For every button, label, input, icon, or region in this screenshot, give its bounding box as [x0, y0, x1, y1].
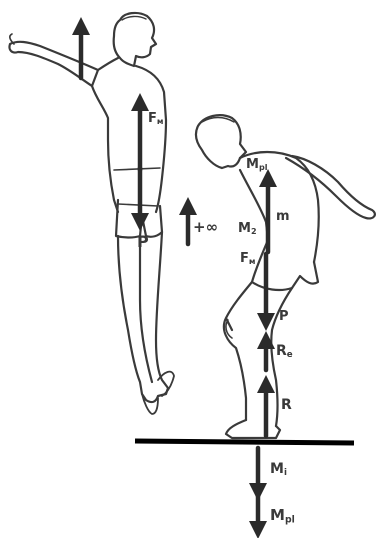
label-m-i: Mi: [270, 462, 287, 478]
crouching-figure-foot: [226, 420, 280, 438]
jumping-figure: [9, 13, 174, 414]
crouching-figure: [196, 115, 375, 438]
jumping-figure-torso: [92, 58, 166, 212]
crouching-figure-head: [196, 115, 246, 168]
label-f-m-upper: Fм: [148, 112, 163, 126]
label-p-lower: P: [279, 310, 289, 324]
label-r-sub: Re: [276, 344, 293, 360]
label-m: m: [276, 210, 290, 224]
label-plus-infinity: +∞: [193, 220, 218, 237]
ground-line: [135, 441, 354, 443]
label-m-2: M2: [238, 222, 257, 236]
jumping-figure-arm: [9, 42, 98, 86]
label-m-pl-lower: Mpl: [270, 508, 295, 525]
label-m-pl-upper: Mpl: [246, 158, 267, 172]
crouching-figure-arm: [286, 156, 375, 218]
jumping-figure-head: [114, 13, 156, 66]
label-p: P: [137, 234, 149, 252]
label-f-m-lower: Fм: [240, 252, 255, 266]
crouching-figure-shorts: [252, 240, 318, 290]
label-r: R: [281, 398, 292, 414]
crouching-figure-forces: [258, 178, 268, 530]
